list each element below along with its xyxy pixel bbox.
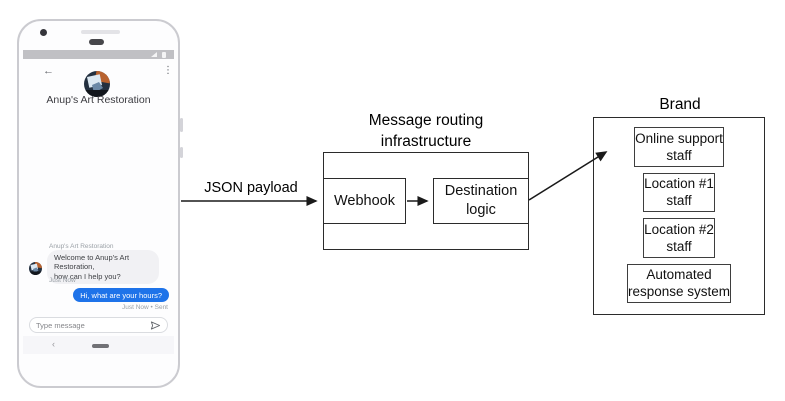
incoming-timestamp: Just Now [49, 277, 76, 284]
outgoing-status: Just Now • Sent [122, 304, 168, 311]
sender-name-label: Anup's Art Restoration [49, 243, 114, 250]
send-icon[interactable] [150, 320, 161, 331]
power-button [179, 147, 183, 158]
signal-icon [151, 52, 157, 57]
front-camera-icon [40, 29, 47, 36]
status-bar [23, 50, 174, 59]
destination-logic-box: Destination logic [433, 178, 529, 224]
contact-avatar[interactable] [84, 71, 110, 97]
earpiece-speaker [81, 30, 120, 34]
webhook-box: Webhook [323, 178, 406, 224]
back-arrow-icon[interactable]: ← [43, 65, 54, 77]
more-options-icon[interactable]: ⋮ [163, 65, 173, 76]
json-payload-label: JSON payload [204, 180, 298, 196]
message-avatar [29, 262, 42, 275]
navigation-bar: ‹ [23, 336, 174, 354]
nav-back-icon[interactable]: ‹ [52, 339, 55, 349]
incoming-message-bubble: Welcome to Anup's Art Restoration, how c… [47, 250, 159, 284]
outgoing-message-bubble: Hi, what are your hours? [73, 288, 169, 302]
nav-home-pill[interactable] [92, 343, 109, 348]
brand-item-online-support: Online support staff [634, 127, 724, 167]
phone-mockup: ← ⋮ Anup's Art Restoration Anup's Art Re… [17, 19, 183, 388]
battery-icon [162, 51, 166, 58]
brand-item-location-1: Location #1 staff [643, 172, 715, 212]
speaker-pill [89, 39, 104, 45]
message-input[interactable] [36, 320, 150, 330]
brand-title: Brand [659, 96, 701, 113]
chat-title: Anup's Art Restoration [46, 94, 151, 106]
routing-infrastructure-title: Message routing infrastructure [368, 112, 484, 150]
message-input-container [29, 317, 168, 333]
volume-button [179, 118, 183, 132]
brand-item-location-2: Location #2 staff [643, 218, 715, 258]
brand-box: Online support staff Location #1 staff L… [593, 117, 765, 315]
brand-item-automated-response: Automated response system [626, 263, 732, 303]
